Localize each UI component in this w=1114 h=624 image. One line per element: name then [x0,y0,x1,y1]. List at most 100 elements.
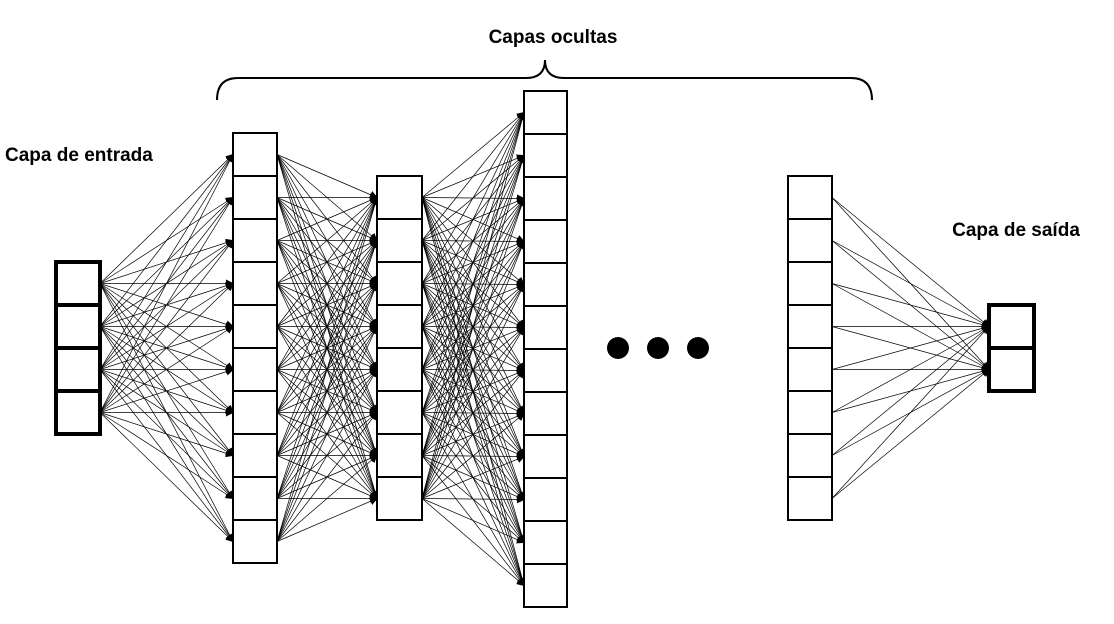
connection-line [276,196,378,241]
connection-line [276,454,378,542]
hidden-layer-4 [787,175,833,521]
input-layer-unit [54,389,102,436]
output-layer-label: Capa de saída [952,220,1080,241]
connection-line [99,367,234,413]
connection-line [99,153,234,284]
connections-group [99,111,990,587]
input-layer-unit [54,260,102,307]
connection-line [99,282,234,413]
connection-line [421,111,525,284]
hidden-layer-4-unit [787,261,833,306]
connection-line [276,196,379,499]
hidden-layer-1-unit [232,175,278,220]
hidden-layer-2-unit [376,175,423,220]
connection-line [421,495,525,504]
hidden-layer-3-unit [523,133,568,178]
connection-line [421,498,525,587]
hidden-layer-2-unit [376,390,423,435]
connection-line [276,196,379,456]
output-layer-unit [987,303,1036,350]
hidden-layer-1-unit [232,390,278,435]
connection-line [831,325,990,499]
hidden-layer-1-unit [232,261,278,306]
connection-line [276,411,378,542]
connections-hidden-2-to-hidden-3 [421,111,527,587]
connection-line [421,369,525,499]
hidden-layer-3-unit [523,520,568,565]
connection-line [276,239,379,542]
ellipsis-dot [607,337,629,359]
hidden-layer-1-unit [232,304,278,349]
ellipsis [607,337,709,359]
hidden-layer-3-unit [523,434,568,479]
connection-line [831,283,990,329]
hidden-layer-2-unit [376,433,423,478]
hidden-layers-brace [216,59,873,101]
connection-line [831,325,990,456]
connection-line [276,196,378,370]
hidden-layer-1-unit [232,347,278,392]
hidden-layer-3-unit [523,391,568,436]
hidden-layer-3-unit [523,262,568,307]
output-layer [987,303,1036,393]
connection-line [421,240,526,499]
connection-line [421,154,526,499]
hidden-layer-1-unit [232,519,278,564]
connection-line [421,412,525,499]
connection-line [99,153,234,413]
hidden-layer-3 [523,90,568,608]
connection-line [276,325,378,542]
connection-line [421,326,525,499]
connection-line [99,239,234,413]
connection-line [276,196,378,284]
output-layer-unit [987,346,1036,393]
hidden-layer-3-unit [523,219,568,264]
connections-hidden-1-to-hidden-2 [276,154,379,542]
connection-line [276,282,379,542]
connection-line [99,412,234,500]
connection-line [421,498,525,544]
connection-line [421,111,527,499]
hidden-layer-4-unit [787,433,833,478]
hidden-layer-2-unit [376,304,423,349]
hidden-layer-4-unit [787,390,833,435]
input-layer [54,260,102,436]
hidden-layer-4-unit [787,476,833,521]
hidden-layers-label: Capas ocultas [489,27,618,48]
connection-line [831,326,990,413]
hidden-layer-3-unit [523,477,568,522]
connection-line [831,368,990,499]
hidden-layer-1-unit [232,218,278,263]
hidden-layer-3-unit [523,305,568,350]
hidden-layer-3-unit [523,90,568,135]
layers-group [54,90,1036,608]
input-layer-label: Capa de entrada [5,145,153,166]
hidden-layer-1-unit [232,433,278,478]
hidden-layer-4-unit [787,347,833,392]
hidden-layer-2-unit [376,261,423,306]
connection-line [276,196,378,327]
connection-line [99,153,234,327]
ellipsis-dot [647,337,669,359]
hidden-layer-4-unit [787,175,833,220]
connection-line [99,196,234,413]
hidden-layer-2-unit [376,476,423,521]
connection-line [99,325,234,413]
hidden-layer-4-unit [787,218,833,263]
hidden-layer-3-unit [523,563,568,608]
connection-line [99,153,234,370]
connection-line [99,412,234,458]
hidden-layer-4-unit [787,304,833,349]
connections-hidden-last-to-output [831,197,990,499]
hidden-layer-2-unit [376,218,423,263]
connection-line [831,197,990,328]
connection-line [421,111,526,413]
ellipsis-dot [687,337,709,359]
connection-line [421,111,526,370]
connection-line [421,283,525,499]
connection-line [421,197,526,499]
connection-line [421,111,525,327]
connection-line [831,324,990,370]
hidden-layer-3-unit [523,348,568,393]
